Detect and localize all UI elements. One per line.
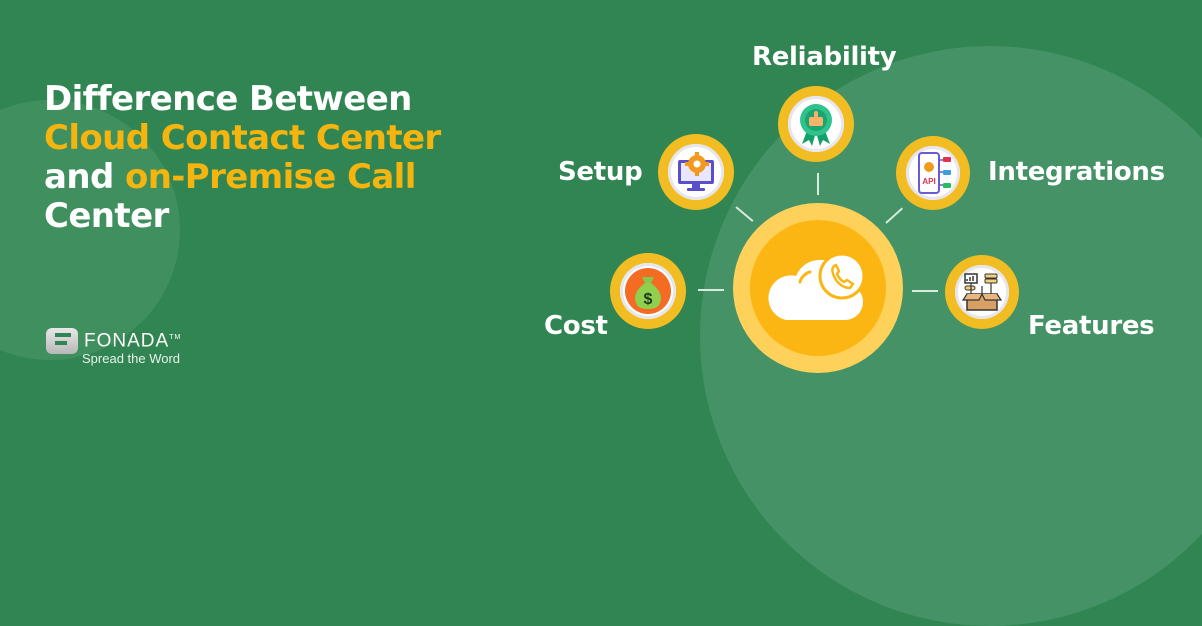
label-setup: Setup — [558, 157, 643, 187]
page-title: Difference Between Cloud Contact Center … — [44, 80, 441, 236]
logo-name: FONADATM — [84, 330, 182, 352]
label-reliability: Reliability — [752, 42, 897, 72]
label-cost: Cost — [544, 311, 608, 341]
label-integrations: Integrations — [988, 157, 1165, 187]
node-setup — [658, 134, 734, 210]
spoke-features — [912, 290, 938, 292]
fonada-logo: FONADATM Spread the Word — [46, 328, 181, 366]
api-phone-icon: API — [918, 152, 951, 194]
open-box-features-icon — [961, 273, 1003, 311]
monitor-gear-icon — [677, 151, 714, 191]
cloud-contact-hub — [733, 203, 903, 373]
title-line-3: and on-Premise Call — [44, 157, 416, 197]
cloud-phone-icon — [768, 252, 866, 321]
spoke-reliability — [817, 173, 819, 195]
label-features: Features — [1028, 311, 1155, 341]
money-bag-dollar-icon: $ — [624, 267, 671, 314]
logo-tagline: Spread the Word — [82, 351, 181, 367]
award-badge-thumbs-up-icon — [799, 103, 832, 146]
node-integrations: API — [896, 136, 970, 210]
title-line-2: Cloud Contact Center — [44, 118, 441, 158]
svg-text:API: API — [922, 177, 935, 186]
svg-text:$: $ — [644, 291, 653, 308]
fonada-logo-mark-icon — [46, 328, 78, 354]
title-line-4: Center — [44, 196, 169, 236]
title-line-1: Difference Between — [44, 79, 412, 119]
spoke-cost — [698, 289, 724, 291]
node-features — [945, 255, 1019, 329]
node-cost: $ — [610, 253, 686, 329]
node-reliability — [778, 86, 854, 162]
